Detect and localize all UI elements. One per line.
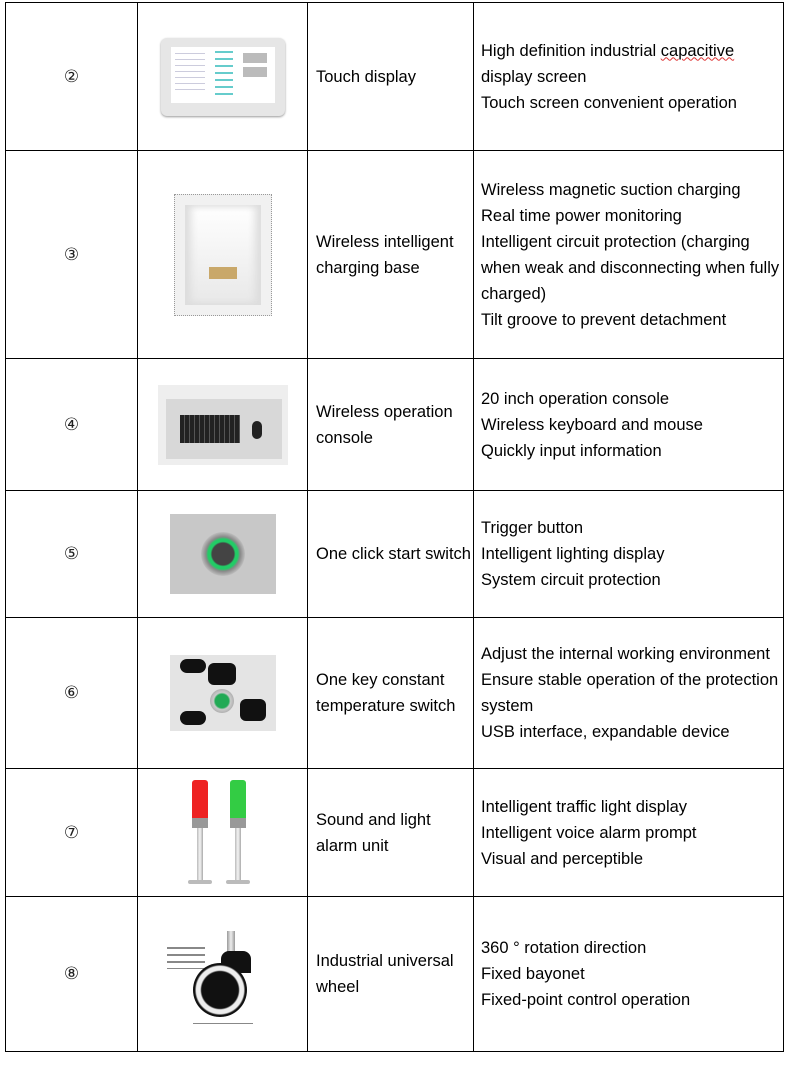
item-number: ⑤ xyxy=(5,490,138,618)
table-row: ② Touch display High definition industri… xyxy=(5,2,784,151)
table-row: ④ Wireless operation console 20 inch ope… xyxy=(5,358,784,491)
product-image-start-switch xyxy=(137,490,308,618)
table-row: ⑧ Industrial universal wheel 360 ° rotat… xyxy=(5,896,784,1052)
item-name: One click start switch xyxy=(307,490,474,618)
item-number: ② xyxy=(5,2,138,151)
product-feature-table: ② Touch display High definition industri… xyxy=(5,2,784,1052)
item-number: ⑦ xyxy=(5,768,138,897)
spellcheck-word: capacitive xyxy=(660,41,735,60)
product-image-temperature-switch xyxy=(137,617,308,769)
item-name: Sound and light alarm unit xyxy=(307,768,474,897)
item-name: Touch display xyxy=(307,2,474,151)
product-image-alarm-lights xyxy=(137,768,308,897)
item-number: ③ xyxy=(5,150,138,359)
item-number: ⑧ xyxy=(5,896,138,1052)
product-image-touch-display xyxy=(137,2,308,151)
product-image-charging-base xyxy=(137,150,308,359)
item-name: Wireless operation console xyxy=(307,358,474,491)
table-row: ③ Wireless intelligent charging base Wir… xyxy=(5,150,784,359)
item-name: One key constant temperature switch xyxy=(307,617,474,769)
item-description: High definition industrial capacitive di… xyxy=(473,2,784,151)
item-name: Industrial universal wheel xyxy=(307,896,474,1052)
product-image-operation-console xyxy=(137,358,308,491)
product-image-universal-wheel xyxy=(137,896,308,1052)
item-number: ⑥ xyxy=(5,617,138,769)
table-row: ⑥ One key constant temperature switch Ad… xyxy=(5,617,784,769)
table-row: ⑦ Sound and light alarm unit Intelligent… xyxy=(5,768,784,897)
item-name: Wireless intelligent charging base xyxy=(307,150,474,359)
item-number: ④ xyxy=(5,358,138,491)
